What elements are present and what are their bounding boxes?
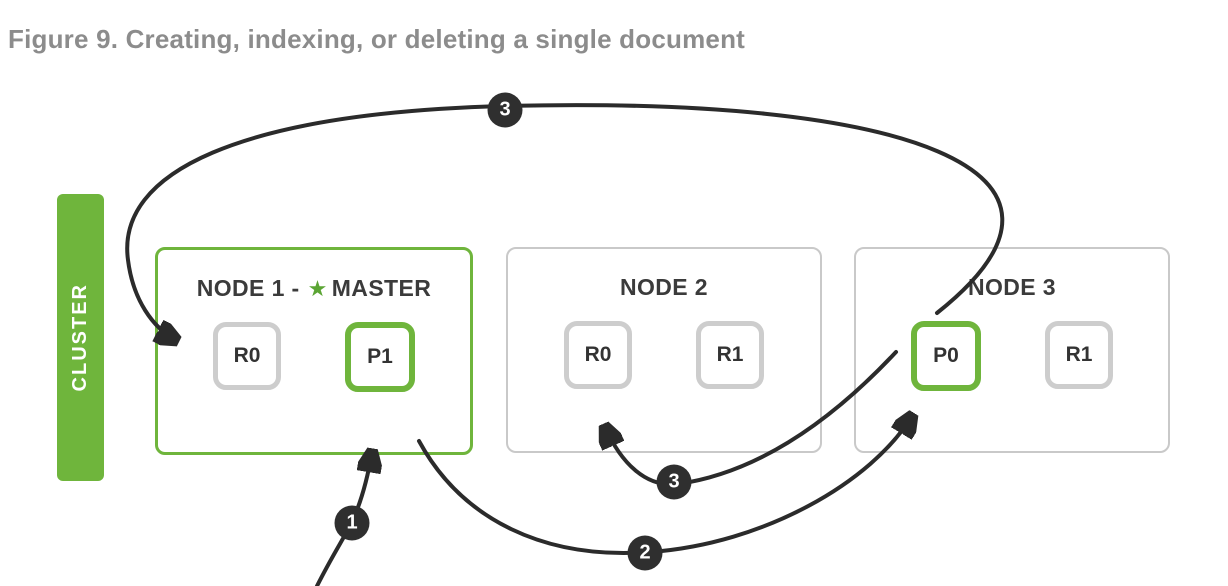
- node-3-shards: P0 R1: [911, 321, 1113, 391]
- node-1-master-label: MASTER: [331, 275, 432, 301]
- step-3-badge-bottom: 3: [656, 464, 692, 500]
- shard-node1-p1: P1: [345, 322, 415, 392]
- shard-node2-r0: R0: [564, 321, 632, 389]
- cluster-label: CLUSTER: [69, 283, 91, 392]
- node-1-box: NODE 1 - ★MASTER R0 P1: [155, 247, 473, 455]
- step-2-badge: 2: [627, 535, 663, 571]
- shard-node2-r1: R1: [696, 321, 764, 389]
- step-1-badge: 1: [334, 505, 370, 541]
- node-2-box: NODE 2 R0 R1: [506, 247, 822, 453]
- master-star-icon: ★: [307, 276, 328, 301]
- step-3-badge-top: 3: [487, 92, 523, 128]
- shard-node3-p0: P0: [911, 321, 981, 391]
- shard-node3-r1: R1: [1045, 321, 1113, 389]
- node-1-title-prefix: NODE 1 -: [196, 275, 300, 301]
- cluster-bar: CLUSTER: [57, 194, 104, 481]
- figure-title: Figure 9. Creating, indexing, or deletin…: [8, 24, 746, 54]
- node-3-title: NODE 3: [967, 274, 1057, 300]
- node-1-shards: R0 P1: [213, 322, 415, 392]
- node-2-shards: R0 R1: [564, 321, 764, 389]
- node-2-title: NODE 2: [619, 274, 709, 300]
- shard-node1-r0: R0: [213, 322, 281, 390]
- node-3-box: NODE 3 P0 R1: [854, 247, 1170, 453]
- node-1-title: NODE 1 - ★MASTER: [197, 274, 432, 302]
